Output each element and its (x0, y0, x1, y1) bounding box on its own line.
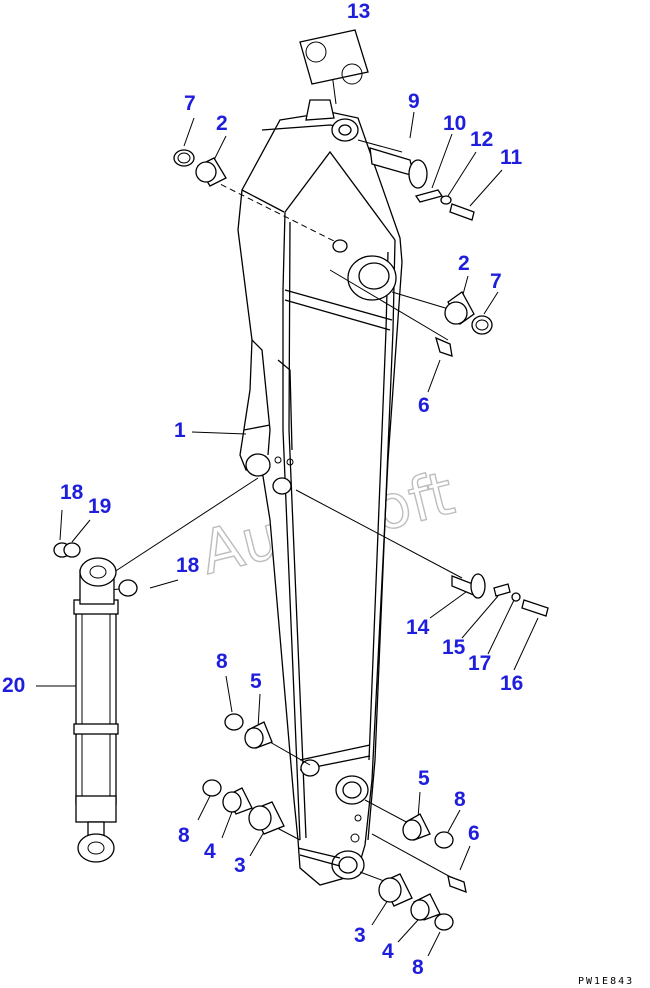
bushing-part-4-left (222, 787, 253, 815)
callout-18-right: 18 (176, 554, 200, 577)
ring-part-7-upper (173, 149, 195, 167)
callout-8-left-upper: 8 (216, 650, 228, 673)
callout-9: 9 (408, 90, 420, 113)
callout-8-right-upper: 8 (454, 788, 466, 811)
callout-6-upper: 6 (418, 394, 430, 417)
bushing-part-3-left (248, 801, 285, 835)
bolt-part-11 (449, 203, 475, 221)
callout-18-left: 18 (60, 481, 84, 504)
pin-part-9 (369, 147, 428, 189)
ring-part-8-right-lower (434, 913, 454, 931)
bushing-part-2-right (444, 291, 475, 325)
callout-11: 11 (500, 146, 523, 169)
grease-fitting-part-6-upper (434, 336, 453, 357)
callout-labels: 13 7 2 9 10 12 11 2 7 6 1 18 19 18 14 15… (2, 0, 523, 979)
callout-17: 17 (468, 652, 491, 675)
callout-16: 16 (500, 672, 523, 695)
bushing-part-2-upper (195, 157, 227, 187)
bushing-part-4-right (410, 893, 441, 921)
callout-7-upper: 7 (184, 92, 196, 115)
callout-8-right-lower: 8 (412, 956, 424, 979)
callout-3-right: 3 (354, 924, 366, 947)
callout-6-lower: 6 (468, 822, 480, 845)
washer-part-17 (511, 592, 521, 602)
washer-part-12 (440, 195, 452, 205)
callout-5-left: 5 (250, 670, 262, 693)
leader-lines (36, 57, 539, 957)
boom-body (237, 99, 403, 886)
plate-part-10 (414, 189, 444, 203)
callout-7-right: 7 (490, 270, 502, 293)
callout-10: 10 (443, 112, 466, 135)
callout-3-left: 3 (234, 854, 246, 877)
callout-14: 14 (406, 616, 430, 639)
cylinder-part-20 (53, 542, 138, 863)
grease-fitting-part-6-lower (447, 874, 467, 894)
callout-12: 12 (470, 128, 493, 151)
callout-20: 20 (2, 674, 25, 697)
ring-part-8-left-upper (224, 713, 244, 731)
pin-part-14 (451, 573, 486, 599)
callout-4-right: 4 (382, 940, 394, 963)
callout-5-right: 5 (418, 767, 430, 790)
bushing-part-5-left (244, 721, 273, 749)
callout-1: 1 (174, 419, 186, 442)
callout-2-upper: 2 (216, 112, 228, 135)
callout-15: 15 (442, 636, 466, 659)
bushing-part-3-right (378, 873, 413, 907)
callout-8-left-lower: 8 (178, 824, 190, 847)
shim-part-13 (299, 29, 369, 85)
bushing-part-5-right (402, 813, 431, 841)
ring-part-8-left-lower (202, 779, 222, 797)
callout-2-right: 2 (458, 252, 470, 275)
plate-part-15 (493, 583, 511, 597)
ring-part-8-right-upper (434, 831, 454, 849)
ring-part-7-right (471, 315, 493, 335)
bolt-part-16 (521, 599, 549, 617)
drawing-code: PW1E843 (578, 976, 634, 987)
callout-4-left: 4 (204, 840, 216, 863)
callout-19: 19 (88, 495, 111, 518)
callout-13: 13 (347, 0, 370, 23)
